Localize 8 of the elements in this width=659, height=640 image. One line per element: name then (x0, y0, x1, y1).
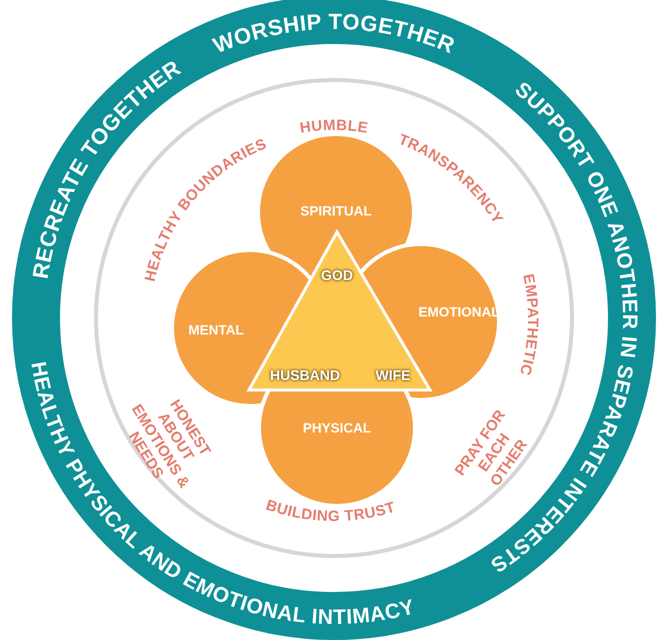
petal-label: MENTAL (187, 322, 245, 338)
triangle-label: HUSBAND (270, 367, 340, 383)
petal-label: PHYSICAL (302, 420, 372, 436)
petal-label: SPIRITUAL (299, 204, 373, 218)
triangle-label: GOD (321, 267, 353, 283)
triangle-label: WIFE (376, 367, 410, 383)
value-text: BUILDING TRUST (264, 496, 398, 525)
value-text: HUMBLE (298, 116, 370, 137)
